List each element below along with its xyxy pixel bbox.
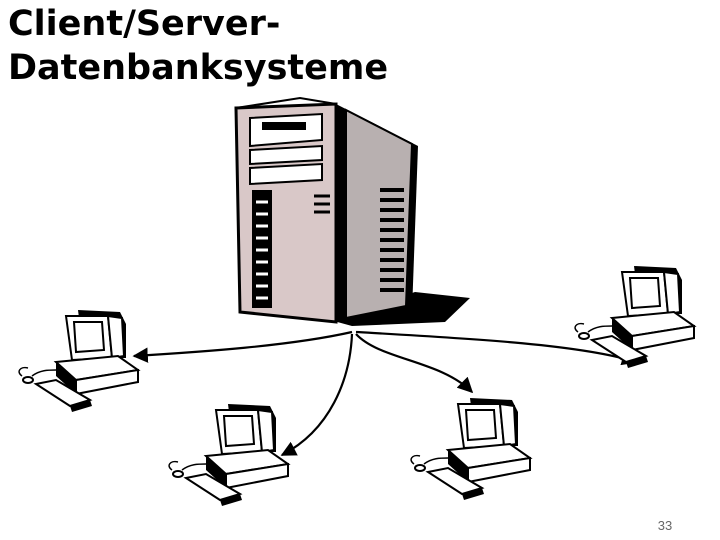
client-computer-bottom-left-icon [168, 403, 289, 507]
client-computer-left-icon [18, 309, 139, 413]
connection-arrow-right [355, 330, 638, 366]
page-number: 33 [657, 518, 673, 533]
connection-arrow-bottom-left [280, 333, 354, 456]
connection-arrow-bottom-right [355, 333, 474, 394]
connection-arrow-left [132, 330, 353, 363]
slide-title: Client/Server- Datenbanksysteme [8, 4, 389, 88]
server-tower-icon [234, 96, 470, 326]
client-computer-bottom-right-icon [410, 397, 531, 501]
